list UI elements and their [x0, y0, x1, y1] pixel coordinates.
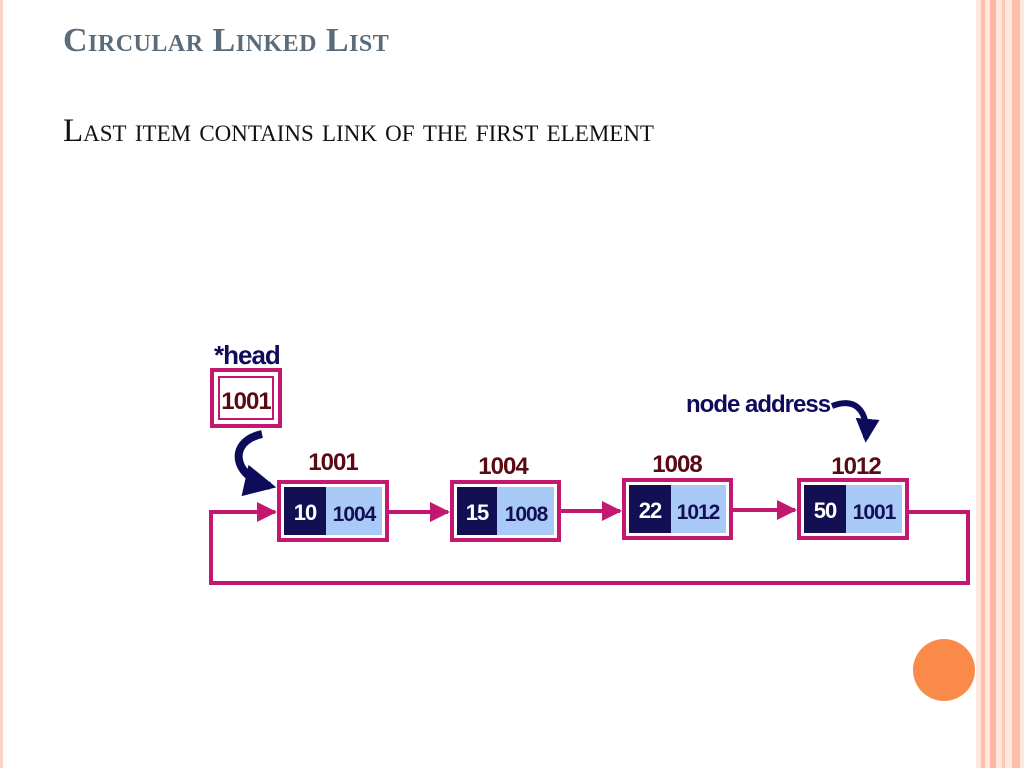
node-link-cell — [671, 485, 726, 533]
node-address-label: node address — [686, 391, 831, 418]
node-data-value: 50 — [814, 498, 837, 523]
slide-subtitle: Last item contains link of the first ele… — [63, 113, 654, 149]
slide-title: Circular Linked List — [63, 22, 390, 59]
node-data-cell — [629, 485, 671, 533]
node-address: 1001 — [308, 449, 358, 476]
border-stripe — [981, 0, 985, 768]
circular-linked-list-diagram: *head 1001 node address 1001 1004 1008 1… — [209, 340, 970, 585]
node-link-cell — [497, 487, 554, 535]
node-data-cell — [804, 485, 846, 533]
node-next-pointer: 1001 — [853, 501, 897, 524]
list-node: 15 1008 — [450, 480, 561, 542]
node-data-cell — [457, 487, 497, 535]
border-stripe — [1012, 0, 1020, 768]
node-address: 1008 — [652, 451, 702, 478]
slide-left-border — [0, 0, 3, 768]
list-node: 50 1001 — [797, 478, 909, 540]
node-address: 1004 — [478, 453, 529, 480]
list-node: 22 1012 — [622, 478, 733, 540]
node-address: 1012 — [831, 453, 881, 480]
list-node: 10 1004 — [277, 480, 389, 542]
node-next-pointer: 1008 — [505, 503, 549, 526]
head-pointer-inner-box — [218, 376, 274, 420]
node-data-value: 10 — [294, 500, 317, 525]
node-data-cell — [284, 487, 326, 535]
node-address-arrow — [830, 400, 880, 443]
node-link-cell — [846, 485, 902, 533]
node-next-pointer: 1004 — [333, 503, 377, 526]
slide-right-border — [976, 0, 1024, 768]
decorative-orange-circle — [913, 639, 975, 701]
head-label: *head — [214, 340, 280, 370]
border-stripe — [1002, 0, 1005, 768]
node-next-pointer: 1012 — [677, 501, 720, 524]
node-link-cell — [326, 487, 382, 535]
node-data-value: 15 — [466, 500, 489, 525]
head-value: 1001 — [221, 388, 271, 415]
head-arrow — [234, 430, 277, 497]
circular-return-arrow — [209, 502, 970, 585]
border-stripe — [990, 0, 996, 768]
node-data-value: 22 — [639, 498, 662, 523]
